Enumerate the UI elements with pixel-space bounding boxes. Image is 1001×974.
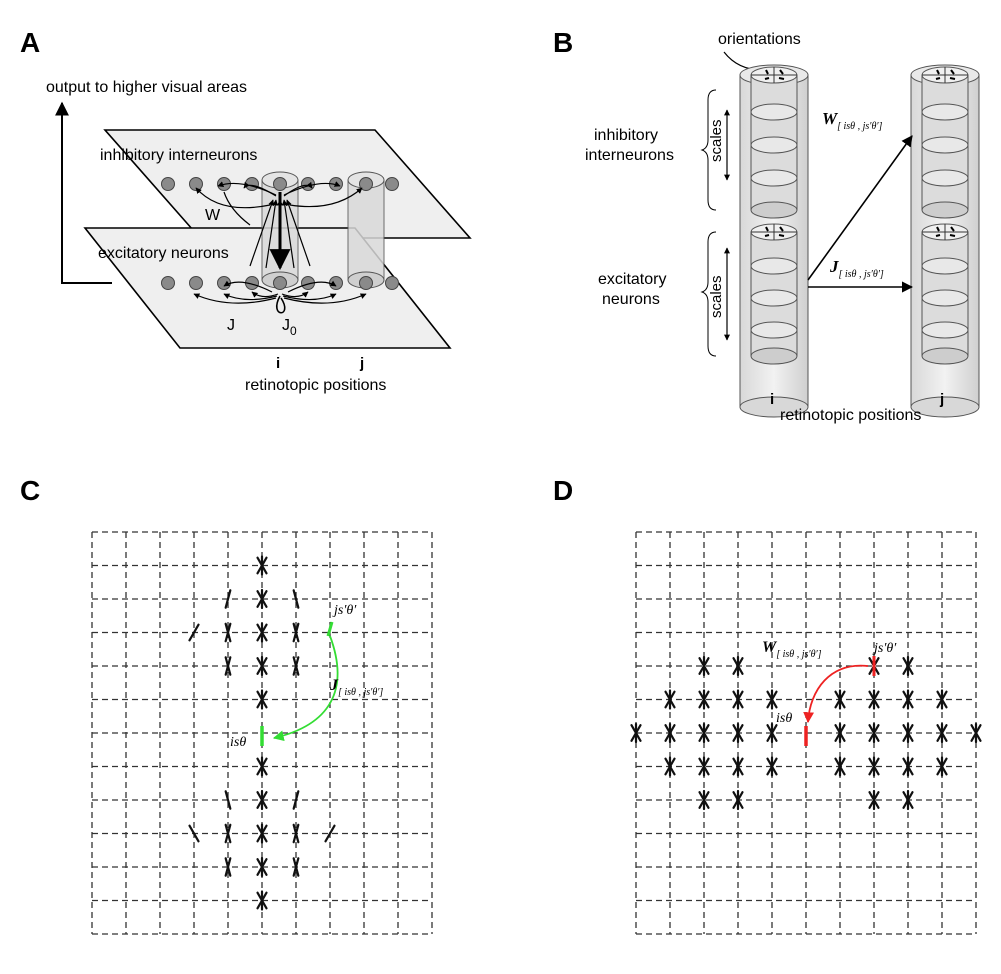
- panel-c: C js′θ′ isθ J[ isθ , js′θ′]: [20, 475, 433, 935]
- inhibitory-neuron: [245, 177, 259, 191]
- target-label-c: isθ: [230, 735, 246, 750]
- j-label: J: [227, 317, 235, 334]
- position-i-label: i: [276, 355, 280, 372]
- source-bar-c: [326, 621, 334, 637]
- excitatory-neuron: [217, 276, 231, 290]
- w-label-b: W[ isθ , js′θ′]: [822, 109, 883, 132]
- output-arrow: [55, 101, 112, 284]
- orientations-label: orientations: [718, 31, 801, 48]
- excitatory-label-1: excitatory: [598, 271, 666, 288]
- excitatory-neuron: [273, 276, 287, 290]
- j0-label: J0: [282, 317, 297, 338]
- excitatory-neuron: [359, 276, 373, 290]
- excitatory-neuron: [385, 276, 399, 290]
- w-label-d: W[ isθ , js′θ′]: [762, 639, 822, 660]
- column-b-i: [739, 64, 809, 418]
- j-label-c: J[ isθ , js′θ′]: [329, 677, 383, 698]
- bars-c: [188, 555, 336, 911]
- output-label: output to higher visual areas: [46, 79, 247, 96]
- brace-inhibitory: [700, 89, 717, 211]
- w-arrow-b: [807, 135, 913, 281]
- excitatory-neurons: [161, 276, 399, 290]
- panel-b: B orientations inhibitory interneurons e…: [553, 27, 980, 424]
- inhibitory-neuron: [359, 177, 373, 191]
- inhibitory-neuron: [301, 177, 315, 191]
- scales-label-excitatory: scales: [708, 275, 725, 318]
- inhibitory-neuron: [161, 177, 175, 191]
- green-connection: [260, 621, 339, 746]
- position-i-label-b: i: [770, 391, 774, 408]
- inhibitory-label-1: inhibitory: [594, 127, 658, 144]
- j-connections: [193, 280, 367, 314]
- retinotopic-positions-label-a: retinotopic positions: [245, 377, 386, 394]
- excitatory-neuron: [189, 276, 203, 290]
- retinotopic-positions-label-b: retinotopic positions: [780, 407, 921, 424]
- panel-a-letter: A: [20, 27, 40, 58]
- panel-c-letter: C: [20, 475, 40, 506]
- excitatory-plane-label: excitatory neurons: [98, 245, 229, 262]
- inhibitory-neuron: [385, 177, 399, 191]
- panel-b-letter: B: [553, 27, 573, 58]
- scales-label-inhibitory: scales: [708, 119, 725, 162]
- j-arrow-c: [272, 635, 339, 742]
- brace-excitatory: [700, 231, 717, 357]
- position-j-label-b: j: [939, 391, 944, 408]
- panel-a: A output to higher visual areas inhibito…: [20, 27, 472, 394]
- source-label-d: js′θ′: [872, 641, 897, 656]
- column-j: [347, 171, 385, 289]
- panel-d: D js′θ′ isθ W[ isθ , js′θ′]: [553, 475, 982, 935]
- excitatory-label-2: neurons: [602, 291, 660, 308]
- inhibitory-plane-label: inhibitory interneurons: [100, 147, 257, 164]
- target-label-d: isθ: [776, 711, 792, 726]
- w-connections: [195, 181, 363, 226]
- excitatory-neuron: [161, 276, 175, 290]
- w-arrow-d: [803, 664, 869, 724]
- panel-d-letter: D: [553, 475, 573, 506]
- source-label-c: js′θ′: [332, 603, 357, 618]
- w-label: W: [205, 207, 221, 224]
- column-b-j: [910, 64, 980, 418]
- position-j-label: j: [359, 355, 364, 372]
- inhibitory-label-2: interneurons: [585, 147, 674, 164]
- bars-d: [630, 655, 982, 811]
- inhibitory-neuron: [273, 177, 287, 191]
- j-label-b: J[ isθ , js′θ′]: [829, 257, 884, 280]
- converging-lines: [249, 192, 311, 271]
- red-connection: [803, 656, 876, 746]
- excitatory-neuron: [329, 276, 343, 290]
